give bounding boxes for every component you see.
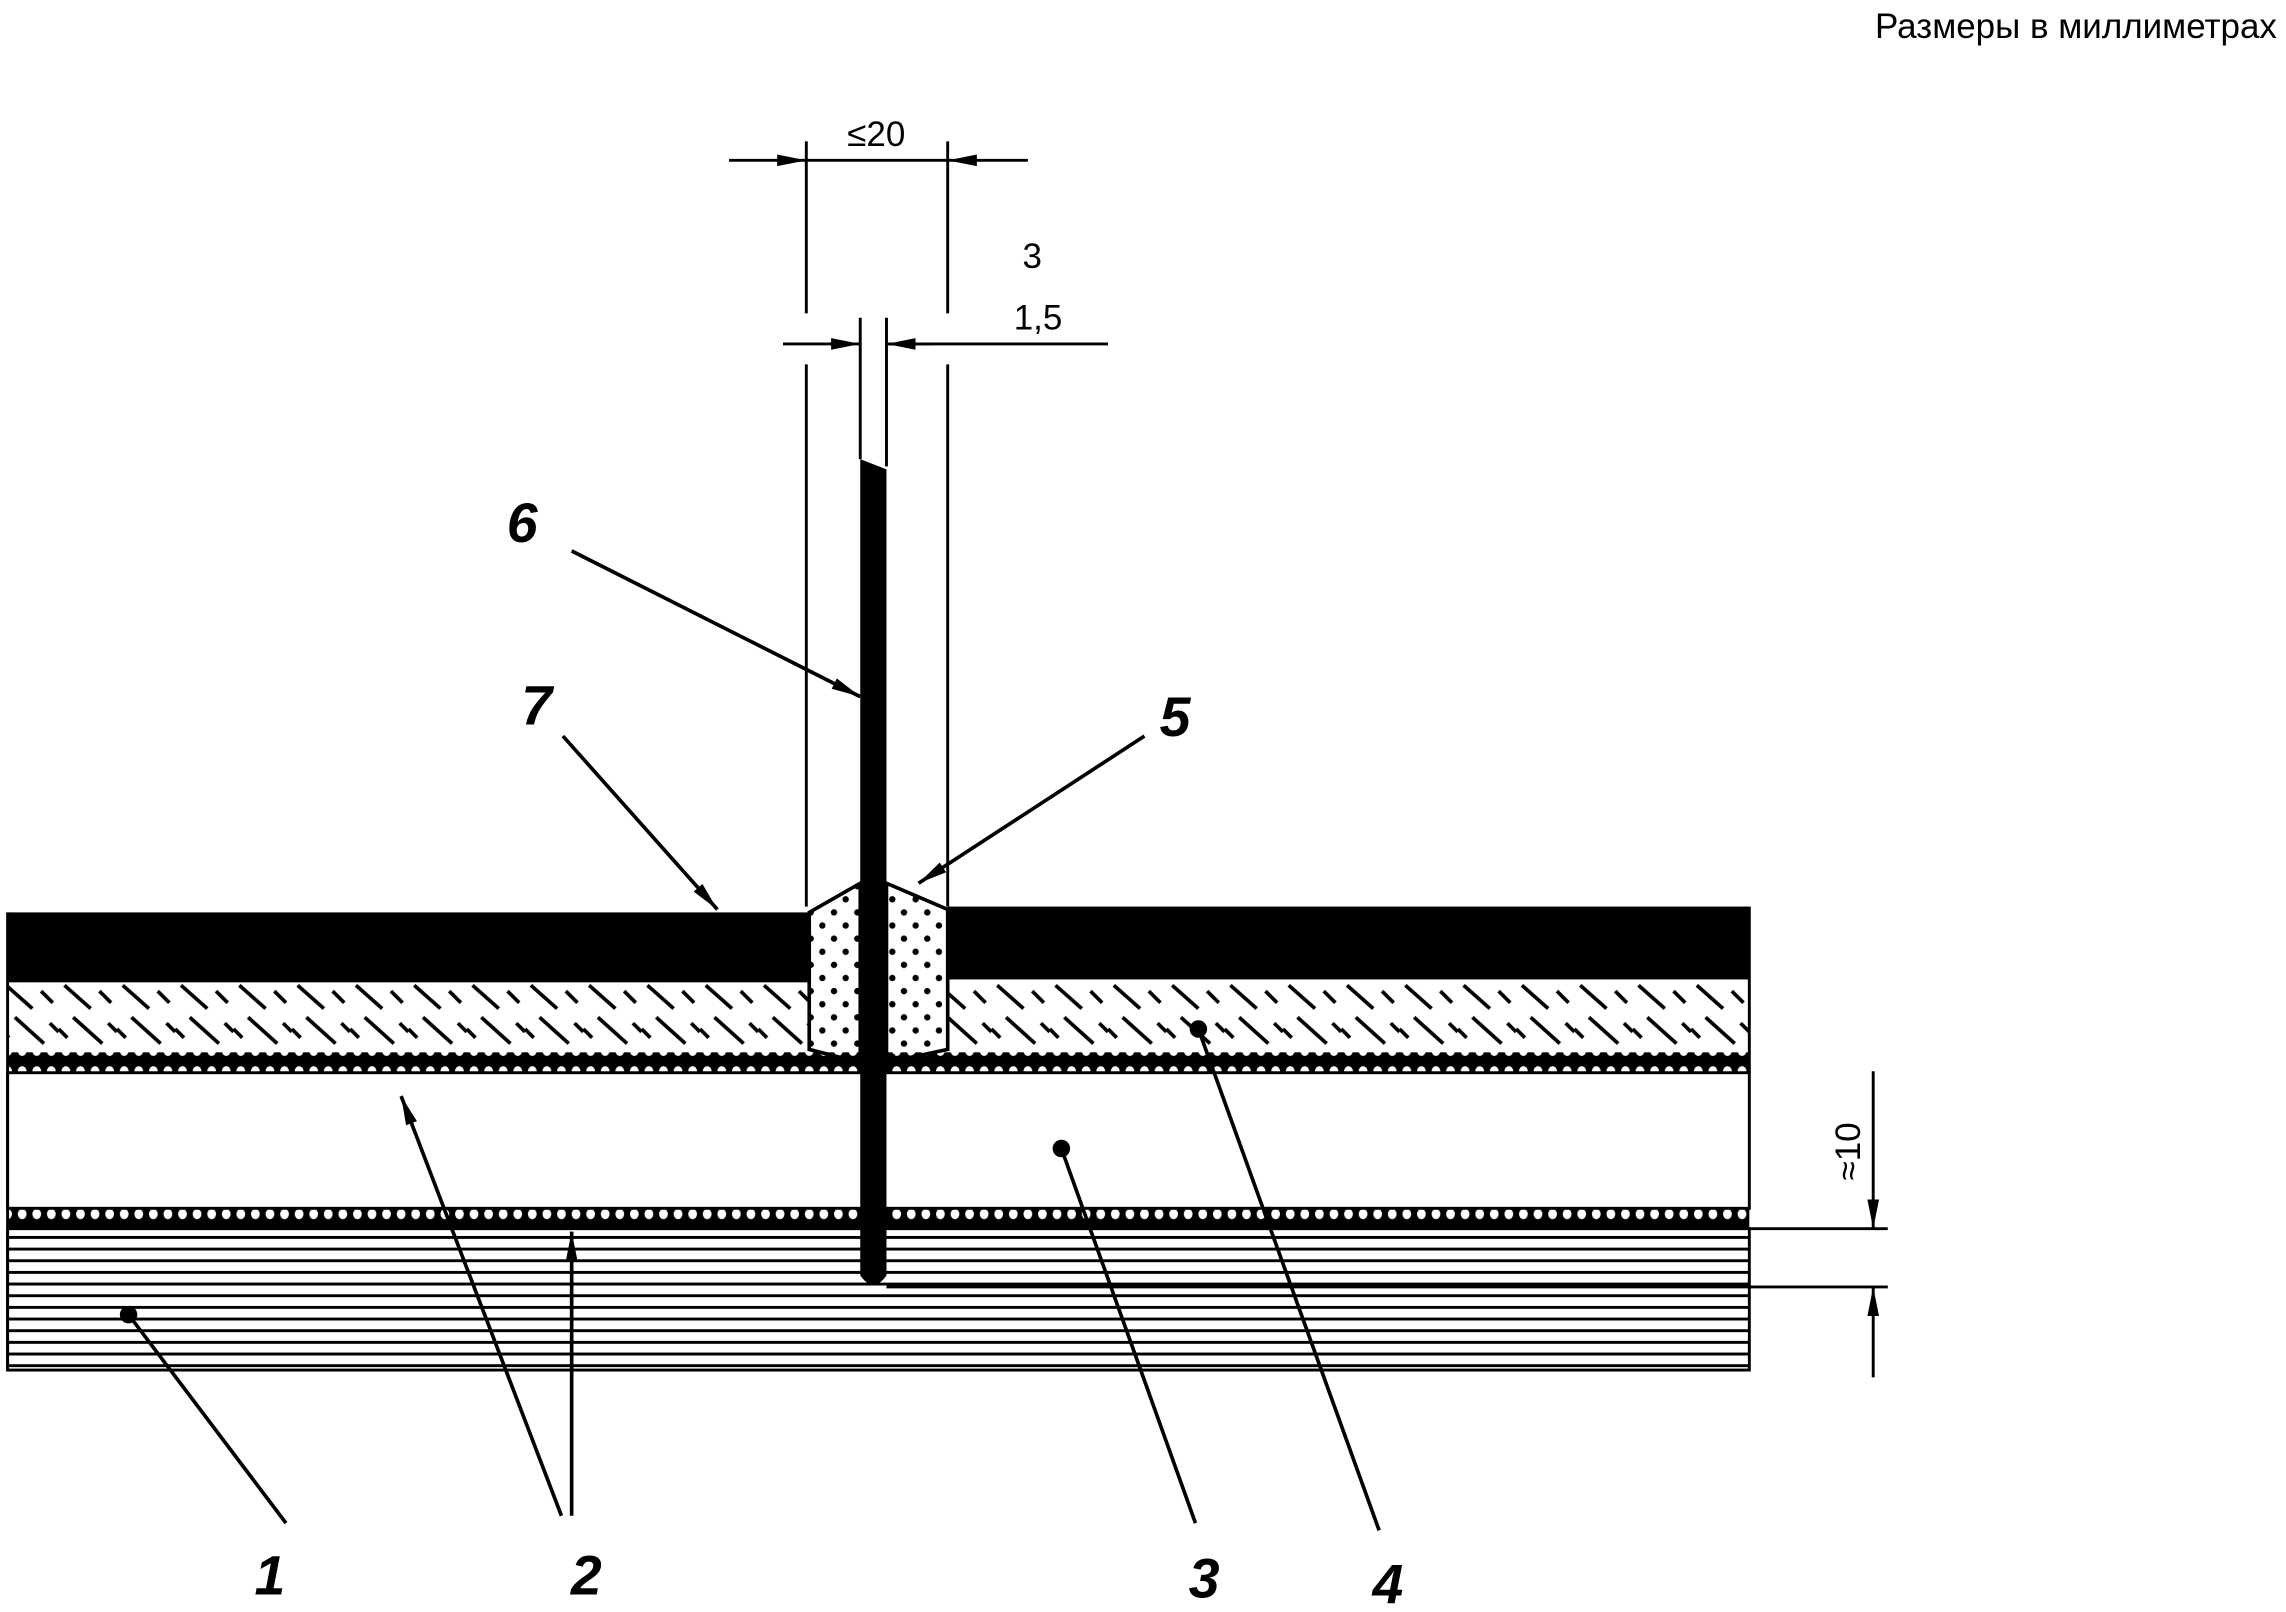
penetration-depth-label: ≈10 xyxy=(1829,1122,1868,1180)
layer-7-coating-left xyxy=(7,912,810,983)
callout-5: 5 xyxy=(1160,686,1192,748)
gap-width-label: ≤20 xyxy=(847,115,905,154)
layer-4-hatched xyxy=(6,906,1751,1371)
layer-7-coating-right xyxy=(947,906,1750,980)
rod-diameter-a-label: 3 xyxy=(1023,237,1042,276)
sealant-5 xyxy=(807,880,950,1065)
callout-6: 6 xyxy=(507,492,539,554)
callout-1: 1 xyxy=(255,1545,286,1607)
leader-lines xyxy=(119,549,1381,1531)
rod-diameter-b-label: 1,5 xyxy=(1014,298,1063,337)
callout-3: 3 xyxy=(1189,1547,1220,1609)
callout-7: 7 xyxy=(521,674,554,736)
dimension-lines xyxy=(729,141,1888,1378)
rod-6 xyxy=(860,459,887,1285)
callout-2: 2 xyxy=(570,1545,602,1607)
callout-4: 4 xyxy=(1371,1553,1403,1612)
units-note: Размеры в миллиметрах xyxy=(1875,7,2277,46)
